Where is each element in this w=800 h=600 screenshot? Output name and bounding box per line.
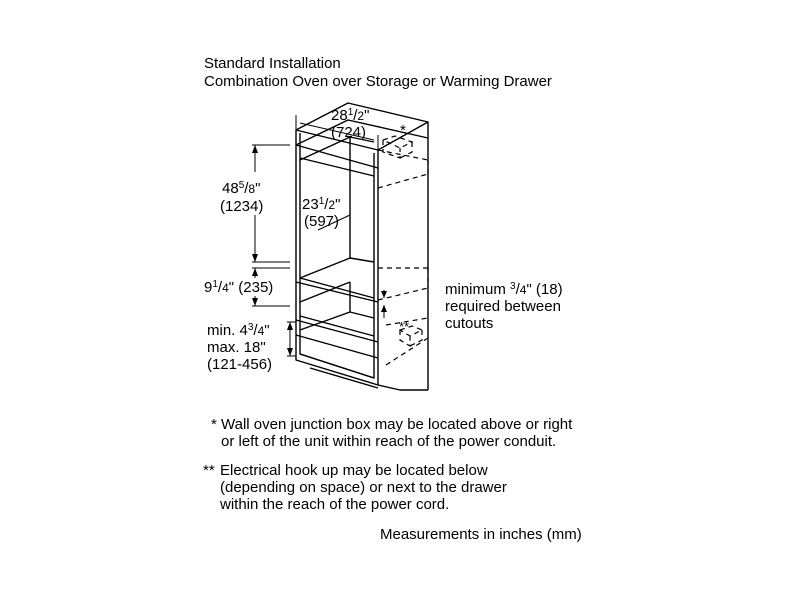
footnote-2-line2: (depending on space) or next to the draw… <box>220 479 507 496</box>
junction-box-marker: * <box>400 122 406 139</box>
footnote-2-marker: ** <box>203 462 215 479</box>
depth-dimension-label: 231/2" <box>302 196 341 213</box>
height-dimension-label: 485/8" <box>222 180 261 197</box>
footnote-2-line1: Electrical hook up may be located below <box>220 462 488 479</box>
base-dimension-mm: (121-456) <box>207 356 273 373</box>
gap-callout-line1: minimum 3/4" (18) <box>445 281 563 298</box>
gap-callout-line3: cutouts <box>445 315 494 332</box>
width-dimension-mm: (724) <box>331 124 367 141</box>
base-dimension-max: max. 18" <box>207 339 266 356</box>
footnote-1-marker: * <box>211 416 217 433</box>
drawer-dimension-label: 91/4" (235) <box>204 279 274 296</box>
measurements-note: Measurements in inches (mm) <box>380 526 582 543</box>
footnote-1-line1: Wall oven junction box may be located ab… <box>221 416 573 433</box>
diagram-title-line1: Standard Installation <box>204 55 341 72</box>
hookup-marker: ** <box>399 319 410 334</box>
footnote-2-line3: within the reach of the power cord. <box>220 496 450 513</box>
gap-callout-line2: required between <box>445 298 561 315</box>
width-dimension-label: 281/2" <box>331 107 370 124</box>
height-dimension-mm: (1234) <box>220 198 264 215</box>
diagram-title-line2: Combination Oven over Storage or Warming… <box>204 73 552 90</box>
base-dimension-label: min. 43/4" <box>207 322 270 339</box>
depth-dimension-mm: (597) <box>304 213 340 230</box>
footnote-1-line2: or left of the unit within reach of the … <box>221 433 557 450</box>
